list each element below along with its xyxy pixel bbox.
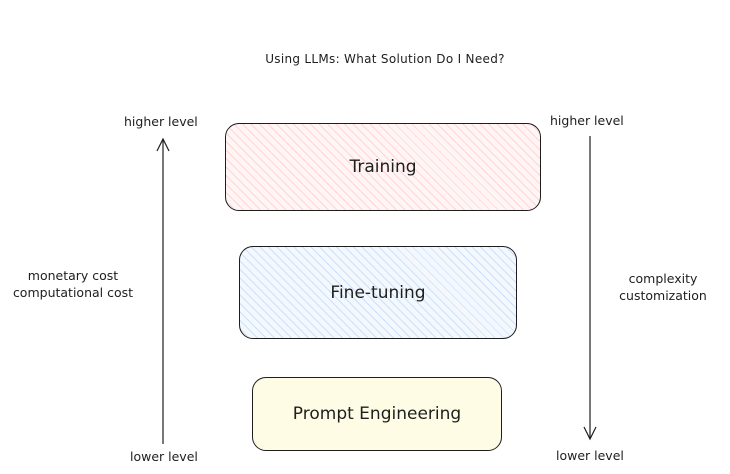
fine-tuning-label: Fine-tuning — [330, 282, 426, 303]
left-axis-labels: monetary cost computational cost — [4, 267, 142, 301]
left-axis-label-computational-cost: computational cost — [12, 285, 134, 300]
right-axis-top-label: higher level — [550, 113, 624, 128]
right-axis-label-customization: customization — [619, 288, 707, 303]
prompt-engineering-label: Prompt Engineering — [292, 404, 462, 424]
diagram-title: Using LLMs: What Solution Do I Need? — [265, 52, 505, 66]
left-axis-top-label: higher level — [124, 114, 198, 129]
left-axis-label-monetary-cost: monetary cost — [27, 268, 119, 283]
fine-tuning-box: Fine-tuning — [239, 246, 517, 339]
training-box: Training — [225, 123, 541, 211]
left-axis-bottom-label: lower level — [130, 449, 198, 464]
left-axis-arrow-up — [156, 137, 170, 444]
right-axis-labels: complexity customization — [608, 270, 718, 304]
training-label: Training — [349, 157, 417, 177]
right-axis-label-complexity: complexity — [628, 271, 698, 286]
right-axis-arrow-down — [583, 136, 597, 441]
right-axis-bottom-label: lower level — [556, 448, 624, 463]
prompt-engineering-box: Prompt Engineering — [252, 377, 502, 451]
